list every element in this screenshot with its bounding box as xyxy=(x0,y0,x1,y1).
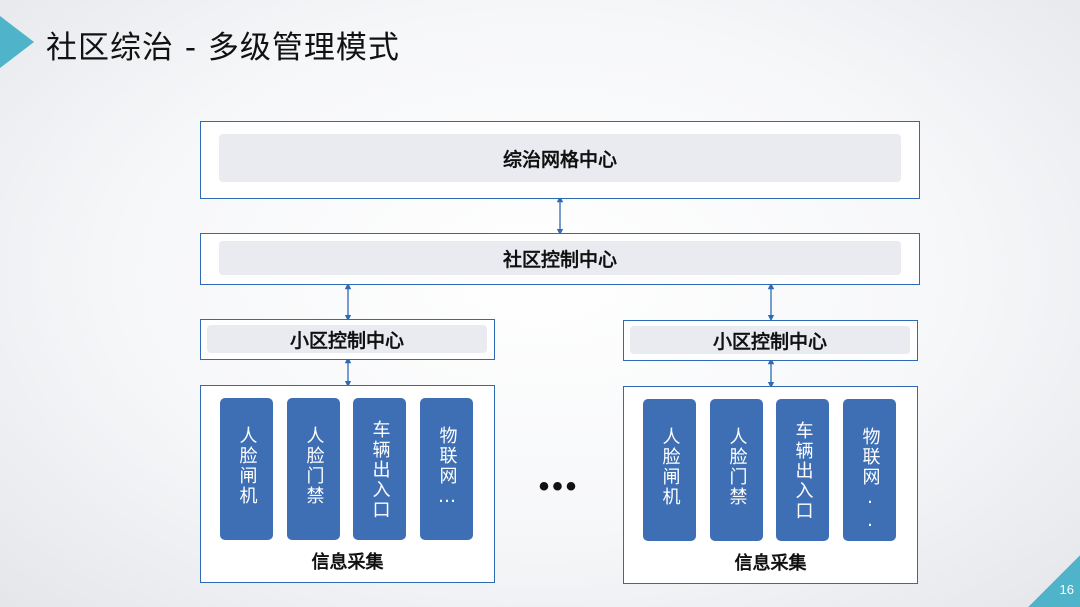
right-device-vehicle-entrance: 车辆出入口 xyxy=(776,399,829,541)
right-device-face-access: 人脸门禁 xyxy=(710,399,763,541)
right-info-collection-label: 信息采集 xyxy=(734,553,807,574)
device-label: 人脸闸机 xyxy=(236,426,258,506)
left-info-collection-box: 人脸闸机 人脸门禁 车辆出入口 物联网… 信息采集 xyxy=(200,385,495,583)
device-label: 物联网… xyxy=(436,426,458,509)
left-device-vehicle-entrance: 车辆出入口 xyxy=(353,398,406,540)
device-label: 物联网.. xyxy=(859,427,881,533)
grid-center-label: 综治网格中心 xyxy=(219,134,901,182)
device-label: 人脸门禁 xyxy=(726,427,748,507)
ellipsis-indicator: ••• xyxy=(538,470,580,503)
right-estate-center-box: 小区控制中心 xyxy=(623,320,918,361)
left-device-face-access: 人脸门禁 xyxy=(287,398,340,540)
left-estate-center-box: 小区控制中心 xyxy=(200,319,495,360)
left-device-iot: 物联网… xyxy=(420,398,473,540)
right-device-face-gate: 人脸闸机 xyxy=(643,399,696,541)
right-info-collection-box: 人脸闸机 人脸门禁 车辆出入口 物联网.. 信息采集 xyxy=(623,386,918,584)
corner-accent xyxy=(1028,555,1080,607)
right-device-iot: 物联网.. xyxy=(843,399,896,541)
left-estate-center-label: 小区控制中心 xyxy=(207,325,487,353)
community-center-box: 社区控制中心 xyxy=(200,233,920,285)
left-device-face-gate: 人脸闸机 xyxy=(220,398,273,540)
page-title: 社区综治 - 多级管理模式 xyxy=(46,30,400,66)
device-label: 车辆出入口 xyxy=(792,421,814,521)
title-arrow-icon xyxy=(0,16,34,68)
device-label: 人脸闸机 xyxy=(659,427,681,507)
right-estate-center-label: 小区控制中心 xyxy=(630,326,910,354)
device-label: 车辆出入口 xyxy=(369,420,391,520)
device-label: 人脸门禁 xyxy=(303,426,325,506)
community-center-label: 社区控制中心 xyxy=(219,241,901,275)
left-info-collection-label: 信息采集 xyxy=(311,552,384,573)
page-number: 16 xyxy=(1059,582,1074,597)
grid-center-box: 综治网格中心 xyxy=(200,121,920,199)
